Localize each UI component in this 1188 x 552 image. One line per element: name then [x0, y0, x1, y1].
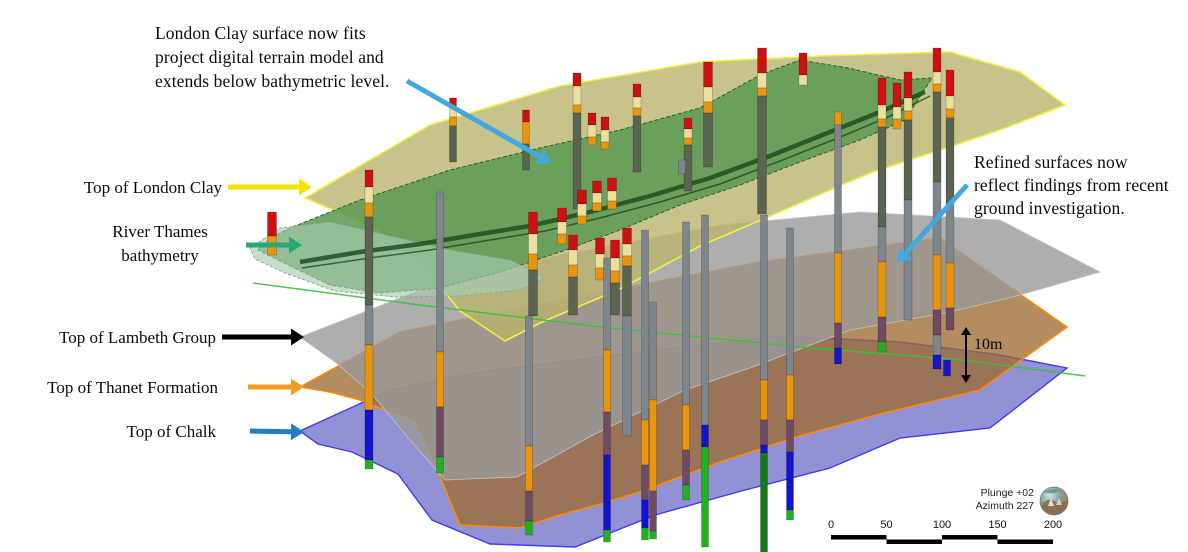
borehole [760, 214, 768, 552]
label-10m-depth: 10m [974, 336, 1003, 353]
arrow-note-london-clay [405, 78, 551, 164]
borehole [436, 191, 444, 474]
arrow-note-refined [897, 183, 969, 263]
borehole [622, 227, 632, 437]
borehole [678, 159, 686, 175]
borehole [595, 237, 605, 281]
borehole [683, 117, 693, 192]
borehole [641, 229, 649, 541]
borehole [757, 47, 767, 215]
borehole [632, 83, 642, 173]
borehole [568, 234, 578, 316]
note-london-clay: London Clay surface now fits project dig… [155, 21, 390, 93]
orientation-globe-icon[interactable] [1039, 486, 1069, 516]
borehole [798, 52, 808, 86]
note-line: ground investigation. [974, 198, 1125, 218]
scale-bar-segment [831, 535, 887, 540]
azimuth-value: Azimuth 227 [975, 500, 1034, 512]
borehole [701, 214, 709, 548]
borehole [577, 189, 587, 225]
scale-tick-label: 0 [827, 519, 835, 531]
label-top-of-london-clay: Top of London Clay [83, 178, 222, 197]
note-line: Refined surfaces now [974, 152, 1128, 172]
borehole [557, 207, 567, 245]
borehole [682, 221, 690, 501]
scale-bar-segment [997, 539, 1053, 544]
borehole [525, 315, 533, 536]
scale-tick-label: 50 [880, 519, 893, 531]
arrow-river-thames [246, 236, 302, 254]
scale-bar-segment [942, 535, 998, 540]
borehole [592, 180, 602, 212]
surface-bathymetry [249, 221, 547, 298]
note-line: project digital terrain model and [155, 47, 384, 67]
note-line: extends below bathymetric level. [155, 71, 390, 91]
arrow-top-of-london-clay [228, 178, 312, 196]
borehole [877, 77, 887, 353]
label-river-thames-bathymetry: River Thames bathymetry [85, 220, 235, 268]
scale-bar-segment [886, 539, 942, 544]
label-top-of-chalk: Top of Chalk [126, 422, 216, 441]
borehole [932, 47, 942, 370]
borehole [607, 177, 617, 210]
boreholes-group [267, 47, 955, 552]
note-refined-surfaces: Refined surfaces now reflect findings fr… [974, 151, 1169, 220]
borehole [522, 109, 530, 171]
scale-tick-label: 150 [988, 519, 1007, 531]
borehole [603, 257, 611, 543]
note-line: London Clay surface now fits [155, 23, 366, 43]
arrow-top-of-thanet [248, 378, 304, 396]
borehole [528, 211, 538, 317]
borehole [945, 69, 955, 331]
label-line: bathymetry [121, 246, 199, 265]
river-channel-line-thin [301, 95, 931, 269]
borehole [587, 112, 597, 146]
scale-bar [831, 535, 1053, 544]
arrow-top-of-lambeth [222, 328, 304, 346]
borehole [364, 169, 374, 470]
borehole [892, 82, 902, 130]
borehole [943, 359, 951, 377]
plunge-value: Plunge +02 [980, 487, 1034, 499]
label-top-of-lambeth-group: Top of Lambeth Group [59, 328, 216, 347]
annotation-arrows-group [222, 78, 971, 441]
borehole [600, 116, 610, 150]
borehole [649, 301, 657, 540]
label-top-of-thanet-formation: Top of Thanet Formation [47, 378, 218, 397]
borehole [267, 211, 277, 256]
label-line: River Thames [112, 222, 208, 241]
note-line: reflect findings from recent [974, 175, 1169, 195]
scale-tick-label: 200 [1043, 519, 1063, 531]
borehole [786, 227, 794, 521]
borehole [703, 61, 713, 168]
arrow-10m-depth [961, 327, 971, 383]
view-orientation-info: Plunge +02 Azimuth 227 [928, 487, 1034, 513]
borehole [903, 71, 913, 321]
arrow-top-of-chalk [249, 423, 304, 441]
scale-tick-label: 100 [932, 519, 952, 531]
borehole [572, 72, 582, 210]
borehole [610, 239, 620, 316]
section-trace-line [252, 282, 1086, 377]
borehole [834, 111, 842, 365]
